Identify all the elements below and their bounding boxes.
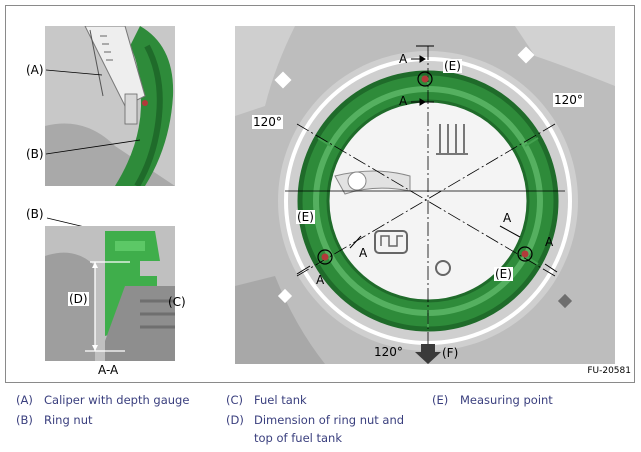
label-a: (A) <box>26 63 44 77</box>
dim-a-top-2: A <box>399 94 408 108</box>
caliper-photo <box>45 26 175 186</box>
label-b-top: (B) <box>26 147 44 161</box>
section-photo <box>45 226 175 361</box>
label-d: (D) <box>68 292 89 306</box>
dim-a-right-2: A <box>545 235 554 249</box>
angle-label-left: 120° <box>252 115 283 129</box>
label-c: (C) <box>168 295 186 309</box>
angle-label-bottom: 120° <box>374 345 403 359</box>
label-e-top: (E) <box>443 59 462 73</box>
label-e-left: (E) <box>296 210 315 224</box>
legend-item-c: (C)Fuel tank <box>226 393 307 407</box>
legend-item-d-continued: top of fuel tank <box>254 431 343 445</box>
label-f: (F) <box>442 346 459 360</box>
figure-id: FU-20581 <box>587 366 631 376</box>
legend-item-b: (B)Ring nut <box>16 413 93 427</box>
angle-label-right: 120° <box>553 93 584 107</box>
label-e-right: (E) <box>494 267 513 281</box>
dim-a-right-1: A <box>503 211 512 225</box>
dim-a-left-2: A <box>316 273 325 287</box>
legend-item-a: (A)Caliper with depth gauge <box>16 393 190 407</box>
dim-a-left-1: A <box>359 246 368 260</box>
legend: (A)Caliper with depth gauge (B)Ring nut … <box>0 388 641 450</box>
section-label: A-A <box>98 363 119 377</box>
label-b-bottom: (B) <box>26 207 44 221</box>
legend-item-d: (D)Dimension of ring nut and <box>226 413 405 427</box>
ring-nut-top-view <box>235 26 615 364</box>
legend-item-e: (E)Measuring point <box>432 393 553 407</box>
dim-a-top-1: A <box>399 52 408 66</box>
